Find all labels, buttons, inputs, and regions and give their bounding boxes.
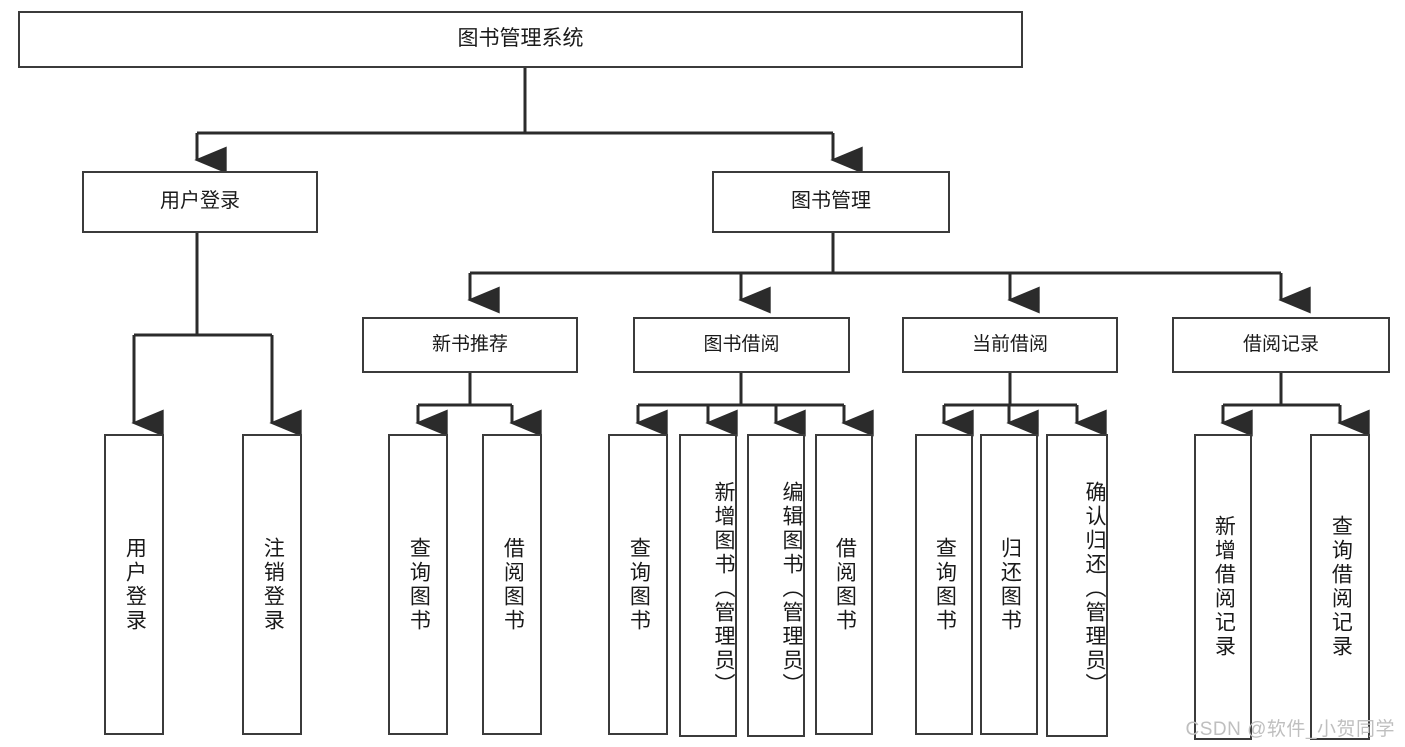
leaf-book-borrow-borrow-book[interactable]: 借阅图书 [815,434,873,735]
leaf-current-borrow-confirm-return-admin[interactable]: 确认归还（管理员） [1046,434,1108,737]
leaf-user-login-logout[interactable]: 注销登录 [242,434,302,735]
leaf-book-borrow-query-book[interactable]: 查询图书 [608,434,668,735]
leaf-borrow-record-add-record[interactable]: 新增借阅记录 [1194,434,1252,740]
leaf-new-book-borrow-book[interactable]: 借阅图书 [482,434,542,735]
leaf-book-borrow-edit-book-admin[interactable]: 编辑图书（管理员） [747,434,805,737]
leaf-current-borrow-return-book[interactable]: 归还图书 [980,434,1038,735]
leaf-user-login-login[interactable]: 用户登录 [104,434,164,735]
leaf-new-book-query-book[interactable]: 查询图书 [388,434,448,735]
node-book-borrow[interactable]: 图书借阅 [633,317,850,373]
node-current-borrow[interactable]: 当前借阅 [902,317,1118,373]
node-root-book-management-system[interactable]: 图书管理系统 [18,11,1023,68]
node-borrow-record[interactable]: 借阅记录 [1172,317,1390,373]
node-new-book-recommend[interactable]: 新书推荐 [362,317,578,373]
leaf-book-borrow-add-book-admin[interactable]: 新增图书（管理员） [679,434,737,737]
watermark: CSDN @软件_小贺同学 [1185,719,1395,740]
node-user-login[interactable]: 用户登录 [82,171,318,233]
leaf-current-borrow-query-book[interactable]: 查询图书 [915,434,973,735]
leaf-borrow-record-query-record[interactable]: 查询借阅记录 [1310,434,1370,740]
node-book-management[interactable]: 图书管理 [712,171,950,233]
